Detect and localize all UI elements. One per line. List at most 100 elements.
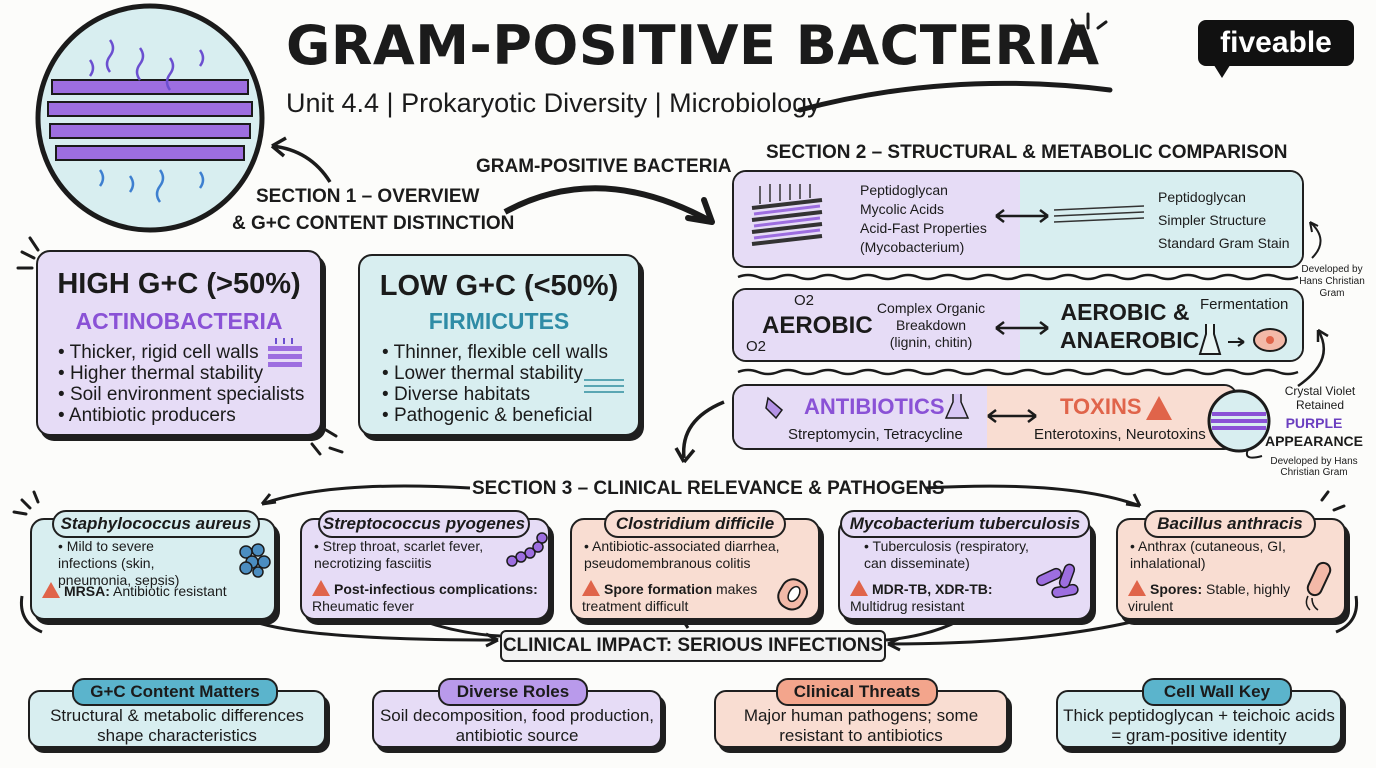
row1-note: Developed by Hans Christian Gram (1299, 264, 1365, 299)
double-arrow-icon (995, 209, 1049, 223)
rod-bacteria-icon (1035, 563, 1079, 599)
low-gc-item: Lower thermal stability (382, 363, 608, 384)
low-gc-heading: LOW G+C (<50%) (379, 270, 619, 302)
complex-organic-label: Complex Organic (876, 300, 986, 316)
peptidoglycan-label: Peptidoglycan (860, 182, 948, 198)
page-title: GRAM-POSITIVE BACTERIA (286, 14, 1100, 77)
antibiotics-label: ANTIBIOTICS (804, 394, 945, 419)
test-tube-icon (765, 396, 784, 420)
pathogen-name-staph: Staphylococcus aureus (52, 510, 260, 538)
row3-note: Developed by Hans Christian Gram (1270, 456, 1358, 478)
crystal-violet-label: Crystal Violet (1284, 384, 1356, 398)
retained-label: Retained (1295, 398, 1345, 412)
pathogen-name-anthracis: Bacillus anthracis (1144, 510, 1316, 538)
mycolic-acids-label: Mycolic Acids (860, 201, 945, 217)
lignin-chitin-label: (lignin, chitin) (889, 334, 973, 350)
warning-icon (1128, 580, 1146, 596)
fermentation-label: Fermentation (1200, 296, 1289, 313)
section3-title: SECTION 3 – CLINICAL RELEVANCE & PATHOGE… (472, 478, 945, 499)
warning-icon (850, 580, 868, 596)
low-gc-item: Thinner, flexible cell walls (382, 342, 608, 363)
acid-fast-label: Acid-Fast Properties (860, 220, 987, 236)
section1-title-line1: SECTION 1 – OVERVIEW (256, 186, 480, 207)
card-bullet: • Antibiotic-associated diarrhea, pseudo… (584, 538, 780, 571)
card-warning: MDR-TB, XDR-TB: Multidrug resistant (850, 580, 993, 614)
logo-tail-icon (1212, 62, 1232, 78)
low-gc-item: Pathogenic & beneficial (382, 405, 608, 426)
high-gc-item: Higher thermal stability (58, 363, 304, 384)
simple-wall-icon (1053, 205, 1145, 223)
aerobic-anaerobic-label-2: ANAEROBIC (1060, 327, 1200, 353)
double-arrow-icon (987, 409, 1037, 423)
firmicutes-label: FIRMICUTES (428, 308, 570, 334)
purple-stain-circle-icon (1207, 389, 1271, 453)
low-gc-list: Thinner, flexible cell walls Lower therm… (382, 342, 608, 426)
gram-positive-arrow-label: GRAM-POSITIVE BACTERIA (476, 156, 732, 177)
clinical-impact-banner: CLINICAL IMPACT: SERIOUS INFECTIONS (500, 630, 886, 662)
flask-icon (944, 394, 970, 419)
warning-icon (312, 580, 330, 596)
low-gc-item: Diverse habitats (382, 384, 608, 405)
card-bullet: • Strep throat, scarlet fever, necrotizi… (314, 538, 484, 571)
fiveable-logo[interactable]: fiveable (1198, 20, 1354, 66)
thick-wall-icon (268, 338, 302, 367)
purple-label: PURPLE (1285, 415, 1343, 431)
card-bullet: • Mild to severe infections (skin, pneum… (58, 538, 180, 588)
card-warning: Spore formation makes treatment difficul… (582, 580, 758, 614)
metabolism-comparison-row: O2 AEROBIC O2 Complex Organic Breakdown … (732, 288, 1304, 362)
appearance-label: APPEARANCE (1264, 433, 1363, 449)
high-gc-list: Thicker, rigid cell walls Higher thermal… (58, 342, 305, 426)
pathogen-name-mtb: Mycobacterium tuberculosis (840, 510, 1090, 538)
high-gc-item: Antibiotic producers (58, 405, 304, 426)
o2-bottom-label: O2 (746, 338, 767, 355)
o2-top-label: O2 (794, 292, 815, 309)
high-gc-box: HIGH G+C (>50%) ACTINOBACTERIA Thicker, … (36, 250, 322, 436)
summary-text: Major human pathogens; some resistant to… (743, 706, 979, 745)
card-warning: Post-infectious complications: Rheumatic… (312, 580, 538, 614)
card-bullet: • Anthrax (cutaneous, GI, inhalational) (1130, 538, 1286, 571)
warning-icon (42, 582, 60, 598)
mycobacterium-label: (Mycobacterium) (860, 239, 965, 255)
summary-text: Soil decomposition, food production, ant… (379, 706, 655, 745)
summary-label-threats: Clinical Threats (776, 678, 938, 706)
pathogen-card-cdiff: • Antibiotic-associated diarrhea, pseudo… (570, 518, 820, 620)
simpler-structure-label: Simpler Structure (1158, 212, 1267, 228)
breakdown-label: Breakdown (895, 317, 967, 333)
card-warning: Spores: Stable, highly virulent (1128, 580, 1291, 614)
summary-label-cellwall: Cell Wall Key (1142, 678, 1292, 706)
cocci-cluster-icon (239, 543, 271, 578)
mycolic-wall-icon (751, 184, 823, 246)
high-gc-item: Thicker, rigid cell walls (58, 342, 304, 363)
warning-icon (582, 580, 600, 596)
peptidoglycan-label-right: Peptidoglycan (1158, 189, 1246, 205)
cell-wall-comparison-row: Peptidoglycan Mycolic Acids Acid-Fast Pr… (732, 170, 1304, 268)
warning-icon (1146, 396, 1172, 420)
card-bullet: • Tuberculosis (respiratory, can dissemi… (864, 538, 1029, 571)
section1-title-line2: & G+C CONTENT DISTINCTION (232, 213, 515, 234)
high-gc-item: Soil environment specialists (58, 384, 304, 405)
pathogen-name-cdiff: Clostridium difficile (604, 510, 786, 538)
actinobacteria-label: ACTINOBACTERIA (75, 308, 283, 334)
summary-label-roles: Diverse Roles (438, 678, 588, 706)
summary-label-gc: G+C Content Matters (72, 678, 278, 706)
low-gc-box: LOW G+C (<50%) FIRMICUTES Thinner, flexi… (358, 254, 640, 436)
card-warning: MRSA: Antibiotic resistant (42, 582, 238, 600)
page-subtitle: Unit 4.4 | Prokaryotic Diversity | Micro… (286, 88, 821, 118)
thin-wall-icon (584, 379, 624, 393)
spore-icon (777, 578, 808, 611)
aerobic-anaerobic-label-1: AEROBIC & (1060, 299, 1190, 325)
pathogen-name-strep: Streptococcus pyogenes (318, 510, 530, 538)
double-arrow-icon (995, 321, 1049, 335)
summary-text: Structural & metabolic differences shape… (50, 706, 304, 745)
bacillus-icon (1305, 561, 1332, 611)
toxins-label: TOXINS (1060, 394, 1142, 419)
toxins-examples: Enterotoxins, Neurotoxins (1034, 426, 1206, 443)
section2-title: SECTION 2 – STRUCTURAL & METABOLIC COMPA… (766, 142, 1288, 163)
membrane-circle-icon (35, 3, 265, 233)
fermentation-flask-icon (1198, 324, 1287, 355)
high-gc-heading: HIGH G+C (>50%) (57, 268, 301, 300)
standard-gram-stain-label: Standard Gram Stain (1158, 235, 1290, 251)
antibiotics-toxins-row: ANTIBIOTICS Streptomycin, Tetracycline T… (732, 384, 1238, 450)
strep-chain-icon (506, 532, 548, 567)
